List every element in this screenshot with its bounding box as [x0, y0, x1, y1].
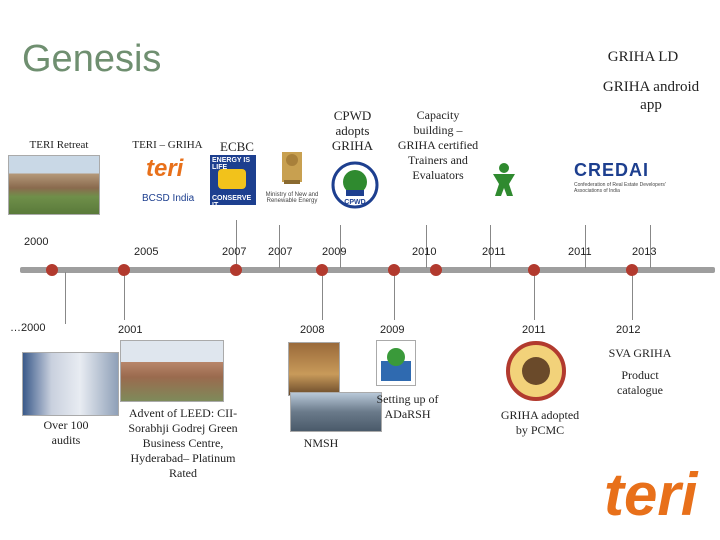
year-label: 2000 — [24, 236, 49, 248]
event-label-leed: Advent of LEED: CII-Sorabhji Godrej Gree… — [128, 406, 238, 480]
event-label-griha-android: GRIHA android app — [602, 79, 700, 113]
pcmc-emblem — [506, 338, 566, 404]
teri-logo: teri — [604, 461, 698, 528]
event-label-ecbc: ECBC — [220, 139, 254, 154]
timeline-dot — [316, 264, 328, 276]
year-label: 2009 — [380, 324, 405, 336]
connector-line — [650, 225, 651, 268]
connector-line — [585, 225, 586, 268]
year-label: 2007 — [268, 246, 293, 258]
year-label: 2001 — [118, 324, 143, 336]
ministry-emblem: Ministry of New and Renewable Energy — [262, 150, 322, 210]
cii-building-photo — [120, 340, 224, 402]
year-label: 2009 — [322, 246, 347, 258]
timeline-dot — [388, 264, 400, 276]
timeline-dot — [118, 264, 130, 276]
event-label-audits: Over 100 audits — [43, 418, 89, 447]
connector-line — [426, 225, 427, 268]
nmsh-book-cover — [288, 342, 340, 396]
page-title: Genesis — [22, 38, 162, 80]
connector-line — [279, 225, 280, 268]
timeline-dot — [46, 264, 58, 276]
timeline-dot — [230, 264, 242, 276]
timeline-dot — [528, 264, 540, 276]
year-label: 2012 — [616, 324, 641, 336]
connector-line — [65, 272, 66, 324]
connector-line — [236, 220, 237, 268]
adarsh-logo — [376, 340, 416, 386]
teri-bcsd-logo: teri BCSD India — [140, 155, 202, 207]
year-label: 2008 — [300, 324, 325, 336]
year-label: 2011 — [522, 324, 546, 336]
teri-retreat-photo — [8, 155, 100, 215]
year-label: 2011 — [482, 246, 506, 258]
year-label: 2013 — [632, 246, 657, 258]
event-label-pcmc: GRIHA adopted by PCMC — [500, 408, 580, 437]
event-label-teri-retreat: TERI Retreat — [29, 139, 89, 151]
credai-logo: CREDAI Confederation of Real Estate Deve… — [574, 160, 666, 194]
connector-line — [632, 272, 633, 320]
connector-line — [534, 272, 535, 320]
connector-line — [340, 225, 341, 268]
connector-line — [124, 272, 125, 320]
event-label-adarsh: Setting up of ADaRSH — [376, 392, 439, 421]
event-label-nmsh: NMSH — [303, 436, 339, 450]
audit-screenshot — [22, 352, 119, 416]
event-label-capacity-building: Capacity building – GRIHA certified Trai… — [397, 108, 479, 182]
nmsh-photo — [290, 392, 382, 432]
event-label-cpwd: CPWD adopts GRIHA — [331, 108, 374, 153]
event-label-teri-griha: TERI – GRIHA — [132, 139, 203, 151]
green-figure-logo — [483, 160, 525, 200]
year-label: 2011 — [568, 246, 592, 258]
connector-line — [490, 225, 491, 268]
timeline-dot — [626, 264, 638, 276]
year-label: 2005 — [134, 246, 159, 258]
energy-logo: ENERGY IS LIFE CONSERVE IT — [210, 155, 256, 209]
year-label: 2007 — [222, 246, 247, 258]
event-label-product-catalogue: Product catalogue — [617, 368, 663, 397]
cpwd-logo: CPWD — [330, 160, 380, 210]
event-label-griha-ld: GRIHA LD — [607, 49, 679, 65]
timeline-bar — [20, 267, 715, 273]
event-label-sva-griha: SVA GRIHA — [608, 346, 672, 360]
year-label: …2000 — [10, 322, 46, 334]
timeline-dot — [430, 264, 442, 276]
connector-line — [322, 272, 323, 320]
connector-line — [394, 272, 395, 320]
year-label: 2010 — [412, 246, 437, 258]
